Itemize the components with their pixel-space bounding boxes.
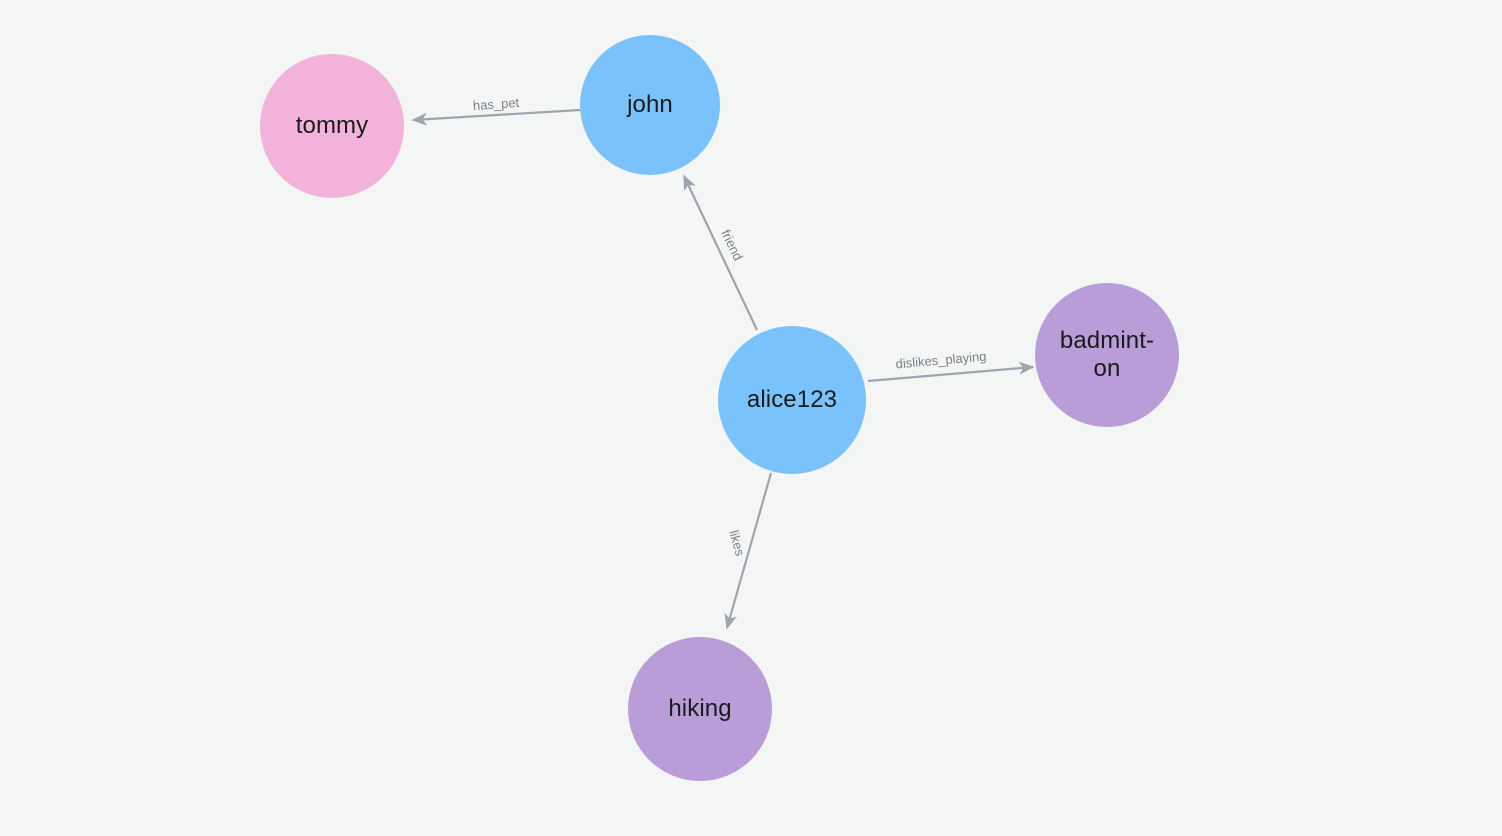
graph-node-label: john: [627, 90, 673, 118]
graph-node-tommy[interactable]: tommy: [260, 54, 404, 198]
graph-edge[interactable]: [724, 472, 773, 630]
graph-edge[interactable]: [411, 108, 581, 126]
graph-node-label: alice123: [746, 385, 838, 413]
graph-node-label: tommy: [295, 111, 369, 139]
graph-edge[interactable]: [683, 174, 758, 331]
graph-node-hiking[interactable]: hiking: [628, 637, 772, 781]
graph-node-badminton[interactable]: badmint-on: [1035, 283, 1179, 427]
graph-node-label: hiking: [668, 694, 732, 722]
graph-node-alice123[interactable]: alice123: [718, 326, 866, 474]
graph-node-john[interactable]: john: [580, 35, 720, 175]
graph-edge[interactable]: [867, 361, 1035, 383]
graph-node-label: badmint-on: [1059, 326, 1155, 382]
